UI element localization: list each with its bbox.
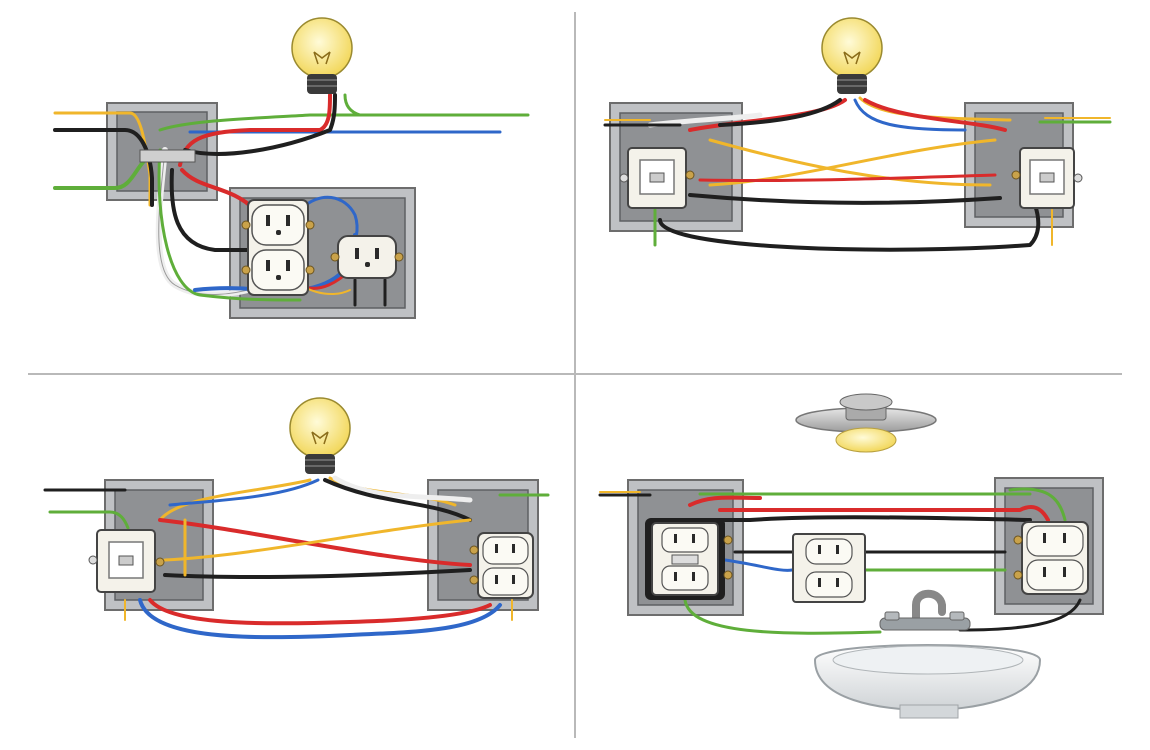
panel-bottom-right — [598, 393, 1104, 719]
switch-icon — [88, 529, 165, 593]
panel-bottom-left — [43, 397, 550, 640]
wire-clamp — [139, 149, 196, 163]
single-outlet — [330, 235, 404, 279]
switch-icon — [619, 147, 695, 209]
gfci-outlet-icon — [645, 518, 733, 600]
light-bulb-icon — [291, 17, 353, 94]
outlet-icon — [469, 532, 534, 599]
panel-top-right — [603, 17, 1112, 252]
duplex-outlet — [241, 199, 315, 296]
outlet-icon — [1013, 521, 1089, 595]
panel-top-left — [53, 17, 530, 319]
sink-faucet-icon — [813, 589, 1042, 719]
ceiling-light-icon — [795, 393, 937, 453]
switch-icon — [1011, 147, 1083, 209]
light-bulb-icon — [821, 17, 883, 94]
light-bulb-icon — [289, 397, 351, 474]
outlet-icon — [792, 533, 866, 603]
